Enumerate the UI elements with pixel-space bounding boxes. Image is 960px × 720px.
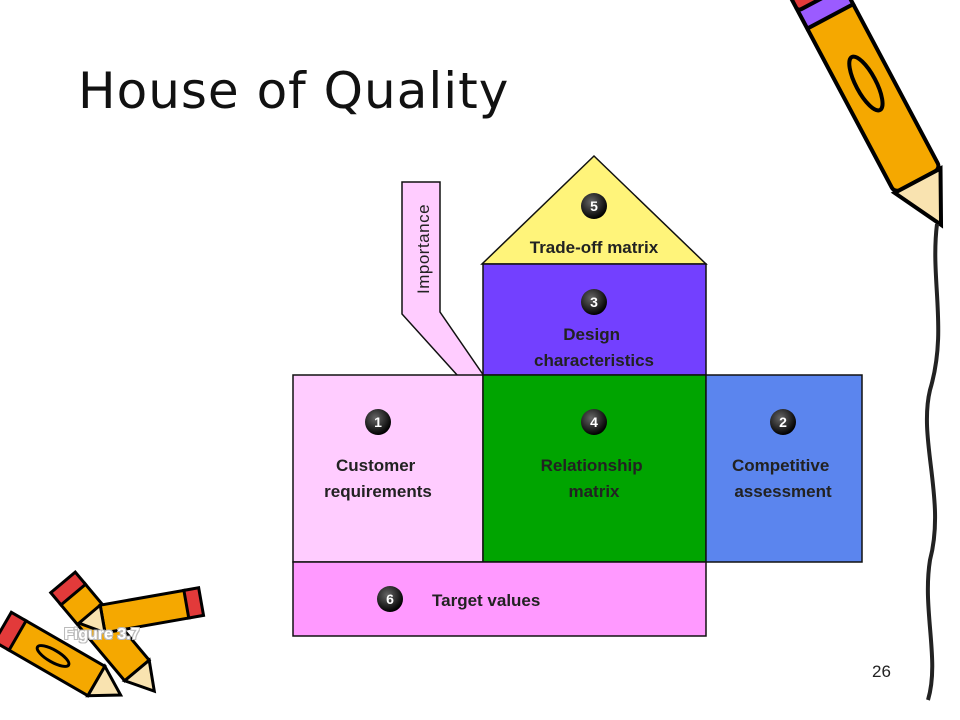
page-number: 26 [872, 662, 891, 681]
svg-text:2: 2 [779, 414, 787, 430]
svg-text:6: 6 [386, 591, 394, 607]
svg-text:3: 3 [590, 294, 598, 310]
pencils-icon [0, 569, 206, 698]
slide-title: House of Quality [78, 62, 510, 120]
relationship-matrix-block [482, 374, 707, 563]
badge-5: 5 [581, 193, 607, 219]
design-characteristics-label: Design characteristics [534, 325, 654, 370]
pencil-icon [786, 0, 944, 229]
badge-4: 4 [581, 409, 607, 435]
badge-6: 6 [377, 586, 403, 612]
svg-text:1: 1 [374, 414, 382, 430]
target-values-block [292, 561, 707, 637]
decorative-line [924, 223, 941, 701]
competitive-assessment-label: Competitive assessment [732, 456, 834, 501]
trade-off-matrix-label: Trade-off matrix [530, 238, 659, 257]
svg-text:4: 4 [590, 414, 598, 430]
badge-3: 3 [581, 289, 607, 315]
badge-1: 1 [365, 409, 391, 435]
relationship-matrix-label: Relationship matrix [541, 456, 648, 501]
customer-requirements-block [292, 374, 484, 563]
importance-label: Importance [414, 204, 433, 294]
badge-2: 2 [770, 409, 796, 435]
competitive-assessment-block [705, 374, 863, 563]
svg-text:5: 5 [590, 198, 598, 214]
target-values-label: Target values [432, 591, 540, 610]
figure-label: Figure 3.7 [64, 626, 140, 643]
customer-requirements-label: Customer requirements [324, 456, 432, 501]
